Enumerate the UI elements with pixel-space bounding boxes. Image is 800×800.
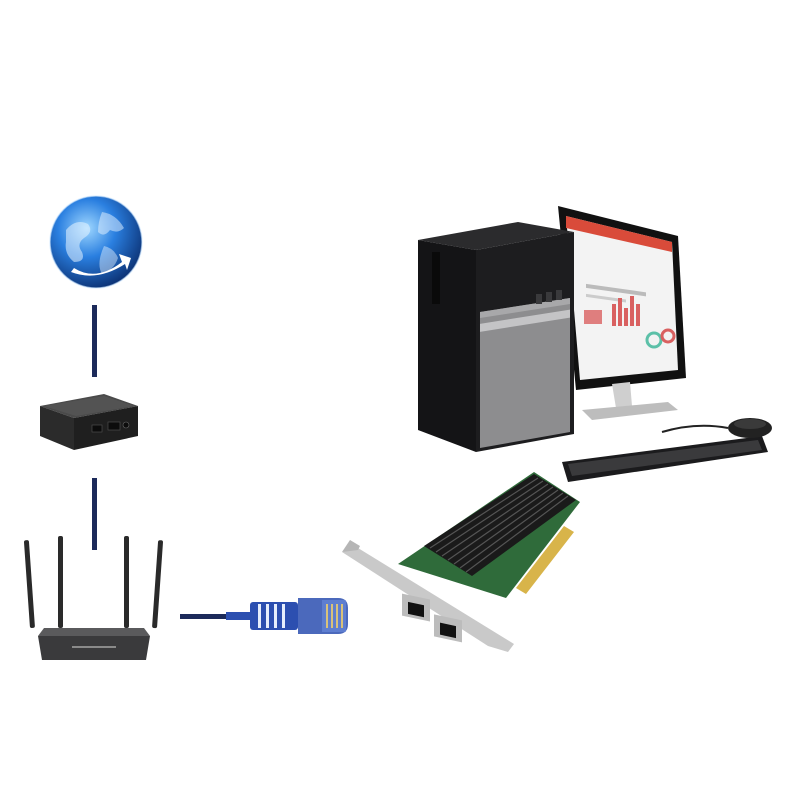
- link-router-cable: [180, 614, 228, 619]
- globe-icon: [44, 190, 148, 294]
- link-modem-router: [92, 478, 97, 550]
- modem-icon: [34, 392, 144, 454]
- rj45-cable-icon: [226, 590, 356, 642]
- wifi-router-icon: [24, 536, 164, 668]
- dual-port-nic-icon: [338, 468, 583, 656]
- desktop-computer-icon: [416, 200, 776, 486]
- link-internet-modem: [92, 305, 97, 377]
